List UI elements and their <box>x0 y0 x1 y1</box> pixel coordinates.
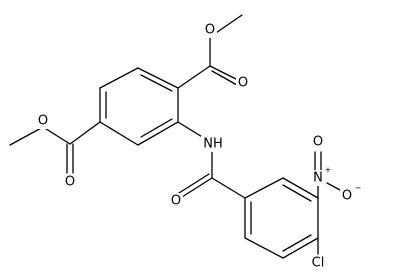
bond <box>209 65 239 81</box>
ester-carbonyl-oxygen: O <box>65 175 75 190</box>
bond <box>244 237 284 259</box>
nitro-nitrogen-charge: + <box>325 166 332 175</box>
bond <box>99 121 139 146</box>
bond <box>282 184 312 202</box>
bond <box>137 67 179 89</box>
bond <box>326 182 341 191</box>
bond <box>140 74 173 92</box>
bond <box>211 70 238 86</box>
nitro-oxygen: O <box>313 135 323 150</box>
chlorine-atom: Cl <box>312 256 325 271</box>
bond <box>178 173 210 194</box>
ester-ether-oxygen: O <box>205 23 215 38</box>
amide-nitrogen: NH <box>203 137 223 152</box>
bond <box>140 118 173 138</box>
nitro-oxygen-charge: − <box>355 184 362 193</box>
bond <box>99 67 139 89</box>
bond-layer <box>9 14 341 259</box>
bond <box>282 234 312 252</box>
bond <box>69 121 101 145</box>
bond <box>42 126 71 145</box>
bond <box>181 177 213 198</box>
bond <box>177 65 211 89</box>
ester-carbonyl-oxygen: O <box>238 76 248 91</box>
ester-ether-oxygen: O <box>38 114 48 129</box>
nitro-nitrogen: N <box>313 171 323 186</box>
bond <box>282 237 319 259</box>
nitro-oxygen: O <box>342 189 352 204</box>
bond <box>244 177 284 199</box>
bond <box>137 121 179 146</box>
bond <box>9 126 44 146</box>
amide-carbonyl-oxygen: O <box>171 194 181 209</box>
bond <box>282 177 319 199</box>
bond <box>211 177 246 199</box>
atom-label-layer: O O O O NH O N + O O − Cl <box>36 22 361 271</box>
